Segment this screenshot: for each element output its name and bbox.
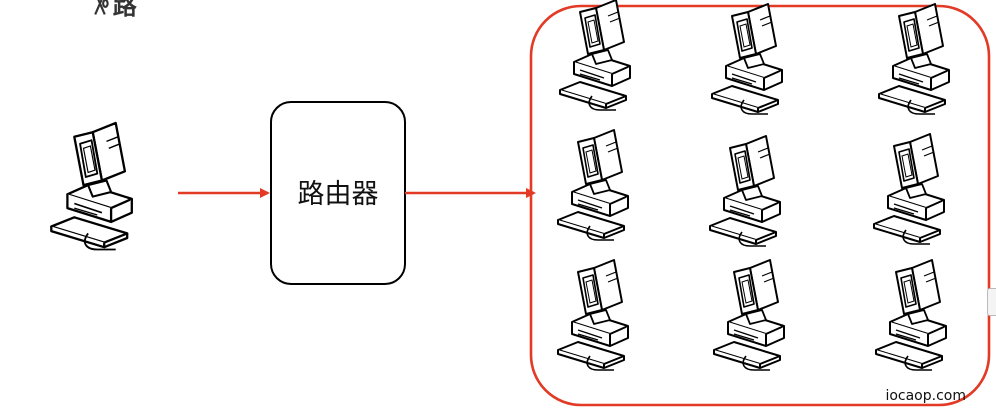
computer-icon <box>713 259 785 371</box>
computer-icon <box>559 0 631 111</box>
router-node: 路由器 <box>270 101 406 285</box>
computer-group-border <box>529 4 991 407</box>
computer-icon <box>875 259 947 371</box>
computer-grid <box>557 0 950 371</box>
page-title-fragment: ꉼ路 <box>92 0 139 20</box>
computer-icon <box>557 129 629 241</box>
computer-icon <box>873 133 945 245</box>
computer-icon <box>709 135 781 247</box>
side-tab-handle[interactable] <box>987 288 996 316</box>
computer-icon <box>50 121 133 251</box>
router-label: 路由器 <box>298 179 379 210</box>
computer-icon <box>557 259 629 371</box>
computer-icon <box>878 3 950 115</box>
watermark: iocaop.com <box>885 388 966 404</box>
computer-icon <box>711 3 783 115</box>
